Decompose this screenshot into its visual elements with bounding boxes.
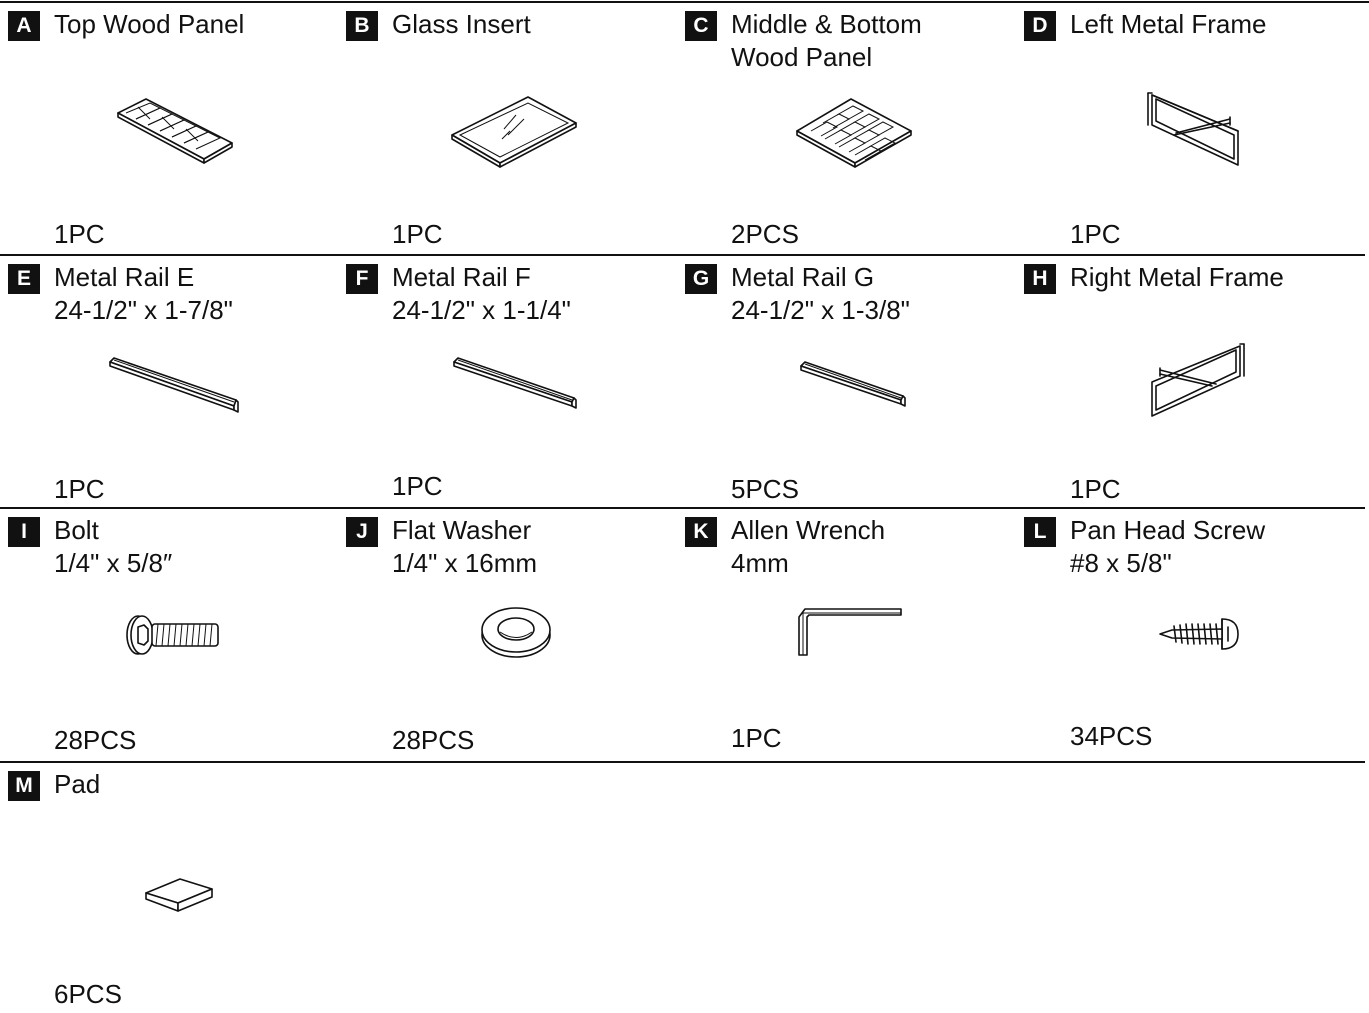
left-frame-icon <box>1146 89 1246 171</box>
part-letter-badge: C <box>685 11 717 41</box>
glass-insert-icon <box>450 95 580 175</box>
row-divider <box>0 1 1369 3</box>
bolt-icon <box>124 613 224 659</box>
part-name: Pan Head Screw#8 x 5/8" <box>1070 514 1265 580</box>
part-spec: 4mm <box>731 548 789 578</box>
pad-icon <box>144 877 216 917</box>
row-divider <box>0 761 1365 763</box>
part-letter-badge: M <box>8 771 40 801</box>
part-quantity: 1PC <box>1070 219 1121 249</box>
part-name: Glass Insert <box>392 8 531 41</box>
part-a: A Top Wood Panel 1PC <box>8 3 346 253</box>
part-name-text: Flat Washer <box>392 515 532 545</box>
part-letter-badge: D <box>1024 11 1056 41</box>
row-divider <box>0 254 1365 256</box>
part-quantity: 6PCS <box>54 979 122 1009</box>
row-divider <box>0 507 1365 509</box>
part-name-text: Metal Rail E <box>54 262 195 292</box>
part-name: Pad <box>54 768 100 801</box>
part-quantity: 1PC <box>731 723 782 753</box>
part-b: B Glass Insert 1PC <box>346 3 684 253</box>
part-name: Left Metal Frame <box>1070 8 1267 41</box>
part-l: L Pan Head Screw#8 x 5/8" 34PCS <box>1024 509 1362 759</box>
part-quantity: 1PC <box>54 474 105 504</box>
part-letter-badge: J <box>346 517 378 547</box>
part-name-text: Pan Head Screw <box>1070 515 1266 545</box>
part-quantity: 1PC <box>392 471 443 501</box>
part-spec: 24-1/2" x 1-1/4" <box>392 295 571 325</box>
part-letter-badge: A <box>8 11 40 41</box>
part-name-text: Glass Insert <box>392 9 531 39</box>
part-h: H Right Metal Frame 1PC <box>1024 256 1362 506</box>
part-spec: 24-1/2" x 1-3/8" <box>731 295 910 325</box>
part-name-text: Allen Wrench <box>731 515 886 545</box>
rail-icon <box>108 356 242 416</box>
part-name-text: Right Metal Frame <box>1070 262 1284 292</box>
part-quantity: 2PCS <box>731 219 799 249</box>
herringbone-panel-icon <box>793 95 915 171</box>
part-name-text: Bolt <box>54 515 99 545</box>
part-name: Right Metal Frame <box>1070 261 1284 294</box>
part-name-text: Metal Rail G <box>731 262 875 292</box>
part-letter-badge: E <box>8 264 40 294</box>
rail-icon <box>450 356 580 412</box>
part-name-text: Top Wood Panel <box>54 9 245 39</box>
part-letter-badge: B <box>346 11 378 41</box>
part-letter-badge: I <box>8 517 40 547</box>
part-quantity: 34PCS <box>1070 721 1153 751</box>
wood-panel-icon <box>116 95 246 175</box>
part-name-text: Pad <box>54 769 101 799</box>
part-name-line-2: Wood Panel <box>731 42 873 72</box>
screw-icon <box>1158 617 1240 651</box>
allen-wrench-icon <box>797 607 905 657</box>
part-quantity: 1PC <box>1070 474 1121 504</box>
part-d: D Left Metal Frame 1PC <box>1024 3 1362 253</box>
part-quantity: 1PC <box>54 219 105 249</box>
part-m: M Pad 6PCS <box>8 763 346 1013</box>
part-spec: #8 x 5/8" <box>1070 548 1172 578</box>
part-quantity: 28PCS <box>54 725 137 755</box>
part-spec: 1/4" x 5/8″ <box>54 548 173 578</box>
right-frame-icon <box>1146 340 1246 422</box>
washer-icon <box>478 603 554 661</box>
rail-icon <box>797 360 909 410</box>
part-quantity: 1PC <box>392 219 443 249</box>
part-letter-badge: F <box>346 264 378 294</box>
part-letter-badge: G <box>685 264 717 294</box>
part-name: Top Wood Panel <box>54 8 244 41</box>
part-spec: 1/4" x 16mm <box>392 548 538 578</box>
part-letter-badge: K <box>685 517 717 547</box>
part-spec: 24-1/2" x 1-7/8" <box>54 295 233 325</box>
part-name-text: Left Metal Frame <box>1070 9 1267 39</box>
part-letter-badge: H <box>1024 264 1056 294</box>
part-letter-badge: L <box>1024 517 1056 547</box>
part-name-text: Middle & Bottom <box>731 9 922 39</box>
part-quantity: 28PCS <box>392 725 475 755</box>
part-name-text: Metal Rail F <box>392 262 531 292</box>
part-quantity: 5PCS <box>731 474 799 504</box>
